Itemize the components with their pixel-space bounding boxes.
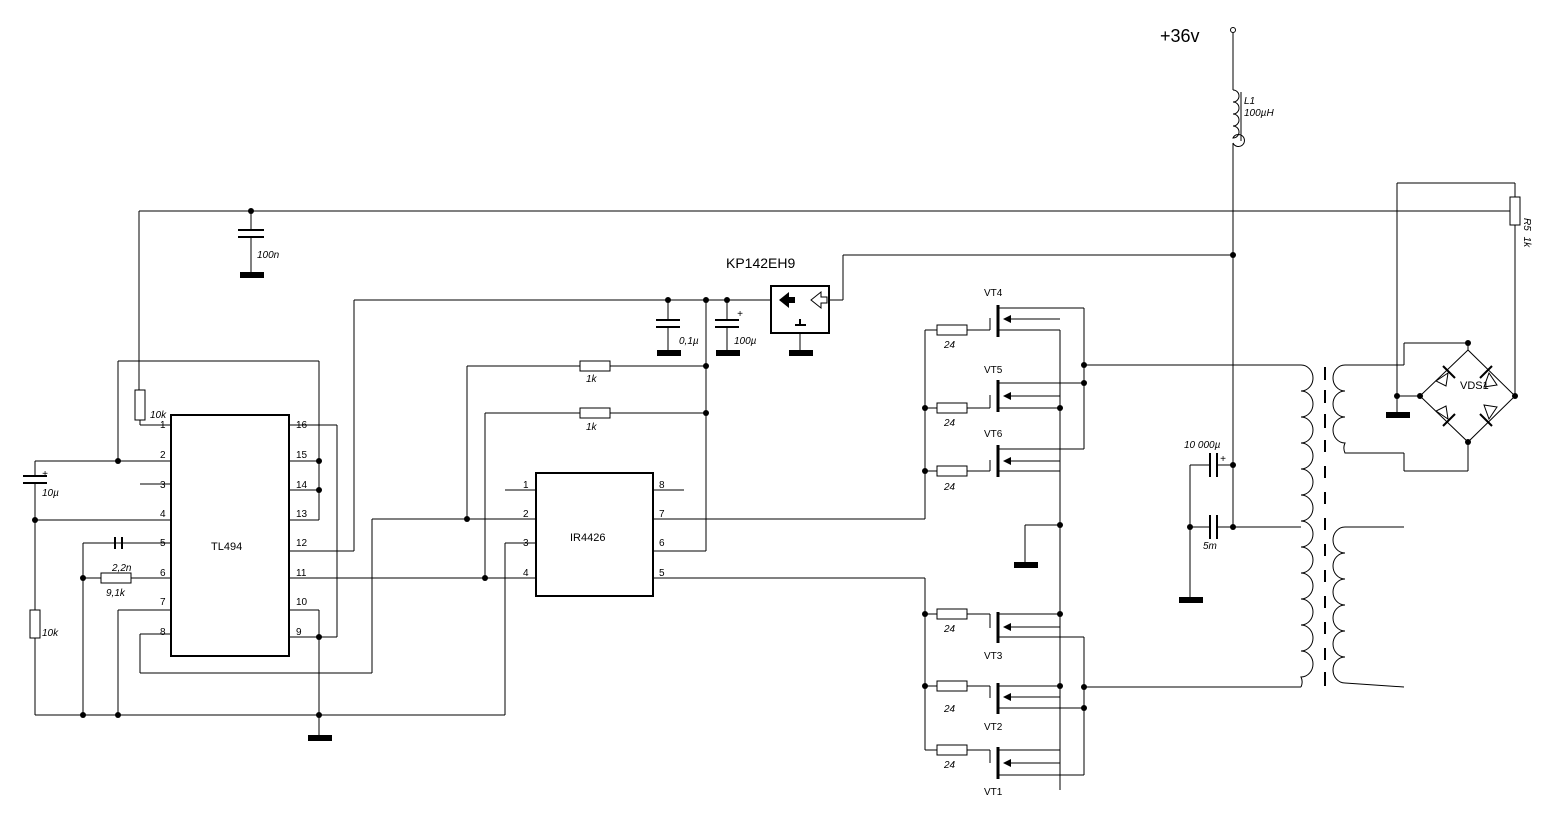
c-100n-label: 100n — [257, 250, 280, 261]
r5-ref: R5 — [1521, 218, 1532, 231]
tl494-name: TL494 — [211, 541, 242, 553]
mosfet-vt6 — [925, 445, 1084, 477]
c-10000u-plus: + — [1220, 454, 1226, 465]
tl494-pin-10: 10 — [296, 597, 308, 608]
regulator-kp142eh9 — [706, 252, 1236, 356]
ir4426-name: IR4426 — [570, 532, 605, 544]
vt3-label: VT3 — [984, 651, 1003, 662]
inductor-l1 — [1232, 89, 1245, 147]
tl494-chip — [35, 414, 485, 657]
ir4426-pin-3: 3 — [523, 538, 529, 549]
r-10k-bottom-label: 10k — [42, 628, 59, 639]
c-22n-label: 2,2n — [111, 563, 132, 574]
inductor-ref: L1 — [1244, 96, 1255, 107]
transformer — [1300, 364, 1405, 688]
r-gate-vt5-label: 24 — [943, 418, 956, 429]
feedback-wire — [138, 208, 1510, 390]
ir4426-pin-4: 4 — [523, 568, 529, 579]
tl494-pin-5: 5 — [160, 538, 166, 549]
bridge-rectifier — [1386, 340, 1518, 472]
tl494-pin-8: 8 — [160, 627, 166, 638]
bridge-label: VDS1 — [1460, 380, 1489, 392]
r5-label: R5 1k — [1521, 218, 1532, 248]
ir4426-pin-2: 2 — [523, 509, 529, 520]
mosfet-vt1 — [925, 744, 1084, 779]
r5-value: 1k — [1521, 237, 1532, 249]
output-capacitors — [1179, 453, 1301, 603]
tl494-left-pins: 1 2 3 4 5 6 7 8 — [160, 420, 166, 638]
c-01-label: 0,1µ — [679, 336, 699, 347]
tl494-pin-14: 14 — [296, 480, 308, 491]
vt4-label: VT4 — [984, 288, 1003, 299]
mosfet-vt2 — [925, 680, 1084, 714]
inductor-value: 100µH — [1244, 108, 1274, 119]
tl494-pin-1: 1 — [160, 420, 166, 431]
r-gate-vt4-label: 24 — [943, 340, 956, 351]
tl494-pin-9: 9 — [296, 627, 302, 638]
ir4426-pin-8: 8 — [659, 480, 665, 491]
vt2-label: VT2 — [984, 722, 1003, 733]
tl494-pin-12: 12 — [296, 538, 308, 549]
resistors-1k — [466, 360, 706, 578]
mosfet-vt4 — [925, 305, 1084, 337]
ir4426-pin-7: 7 — [659, 509, 665, 520]
tl494-right-pins: 16 15 14 13 12 11 10 9 — [296, 420, 308, 638]
c-100u-label: 100µ — [734, 336, 757, 347]
supply-label: +36v — [1160, 26, 1200, 46]
r-gate-vt2-label: 24 — [943, 704, 956, 715]
r-1k-b-label: 1k — [586, 422, 598, 433]
r-91k-label: 9,1k — [106, 588, 126, 599]
potentiometer-r5 — [1396, 182, 1521, 412]
c-100u-plus: + — [737, 309, 743, 320]
mosfet-vt3 — [925, 608, 1084, 643]
r-gate-vt3-label: 24 — [943, 624, 956, 635]
tl494-pin-2: 2 — [160, 450, 166, 461]
tl494-pin-3: 3 — [160, 480, 166, 491]
tl494-pin-4: 4 — [160, 509, 166, 520]
vcc-rail — [289, 297, 740, 552]
vt5-label: VT5 — [984, 365, 1003, 376]
ir4426-pins: 1 2 3 4 8 7 6 5 — [523, 480, 665, 579]
c-10000u-label: 10 000µ — [1184, 440, 1221, 451]
c-10u-label: 10µ — [42, 488, 59, 499]
ir4426-pin-6: 6 — [659, 538, 665, 549]
upper-gate-bus — [922, 308, 1301, 790]
vt1-label: VT1 — [984, 787, 1003, 798]
c-5m-label: 5m — [1203, 541, 1217, 552]
tl494-pin-16: 16 — [296, 420, 308, 431]
mosfet-vt5 — [925, 380, 1084, 414]
tl494-pin-6: 6 — [160, 568, 166, 579]
tl494-network — [23, 360, 536, 741]
r-10k-top-label: 10k — [150, 410, 167, 421]
regulator-label: KP142EH9 — [726, 255, 795, 271]
vt6-label: VT6 — [984, 429, 1003, 440]
tl494-pin-7: 7 — [160, 597, 166, 608]
r-gate-vt1-label: 24 — [943, 760, 956, 771]
ir4426-pin-1: 1 — [523, 480, 529, 491]
ir4426-pin-5: 5 — [659, 568, 665, 579]
r-1k-a-label: 1k — [586, 374, 598, 385]
ir4426-chip — [505, 472, 925, 597]
tl494-pin-13: 13 — [296, 509, 308, 520]
c-10u-plus: + — [42, 469, 48, 480]
r-gate-vt6-label: 24 — [943, 482, 956, 493]
tl494-pin-11: 11 — [296, 568, 307, 579]
lower-gate-bus — [922, 578, 1301, 775]
tl494-pin-15: 15 — [296, 450, 308, 461]
